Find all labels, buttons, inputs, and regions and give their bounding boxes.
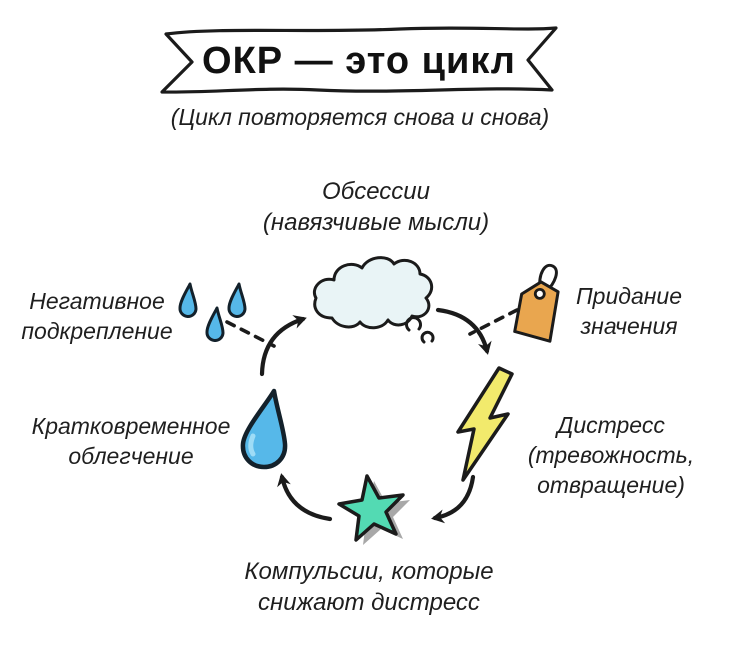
cloud-shape [313, 256, 434, 330]
rain-drop-3 [227, 282, 247, 318]
tag-string-loop [538, 263, 558, 294]
star-icon [337, 474, 410, 545]
label-distress: Дистресс (тревожность, отвращение) [527, 412, 695, 498]
rain-drop-1 [178, 282, 198, 318]
arrow-relief-to-obsessions [259, 315, 307, 377]
ribbon-shape [160, 26, 558, 94]
drop-highlight [248, 433, 256, 457]
label-compulsions: Компульсии, которые снижают дистресс [244, 558, 494, 616]
label-obsessions: Обсессии (навязчивые мысли) [262, 178, 490, 236]
thought-bubble-1 [405, 316, 422, 332]
rain-drop-2 [205, 306, 225, 342]
thought-bubble-2 [420, 330, 435, 344]
page-subtitle: (Цикл повторяется снова и снова) [170, 104, 550, 130]
label-appraisal: Придание значения [576, 283, 682, 339]
thought-cloud-icon [313, 256, 435, 344]
label-relief: Кратковременное облегчение [31, 413, 231, 469]
price-tag-icon [513, 263, 560, 343]
label-negative-reinforcement: Негативное подкрепление [21, 288, 173, 344]
star-shape [337, 474, 405, 542]
drop-shape [240, 388, 288, 470]
tag-hole [533, 287, 546, 300]
lightning-bolt-icon [456, 366, 514, 482]
arrow-obsessions-to-distress [435, 307, 492, 355]
arrow-compulsions-to-relief [277, 473, 333, 522]
title-ribbon [160, 26, 558, 94]
water-drop-icon [240, 388, 288, 470]
page-title: ОКР — это цикл [202, 40, 516, 82]
bolt-shape [456, 366, 514, 482]
rain-drops-icon [178, 282, 247, 342]
dashed-connector-appraisal [468, 308, 519, 336]
